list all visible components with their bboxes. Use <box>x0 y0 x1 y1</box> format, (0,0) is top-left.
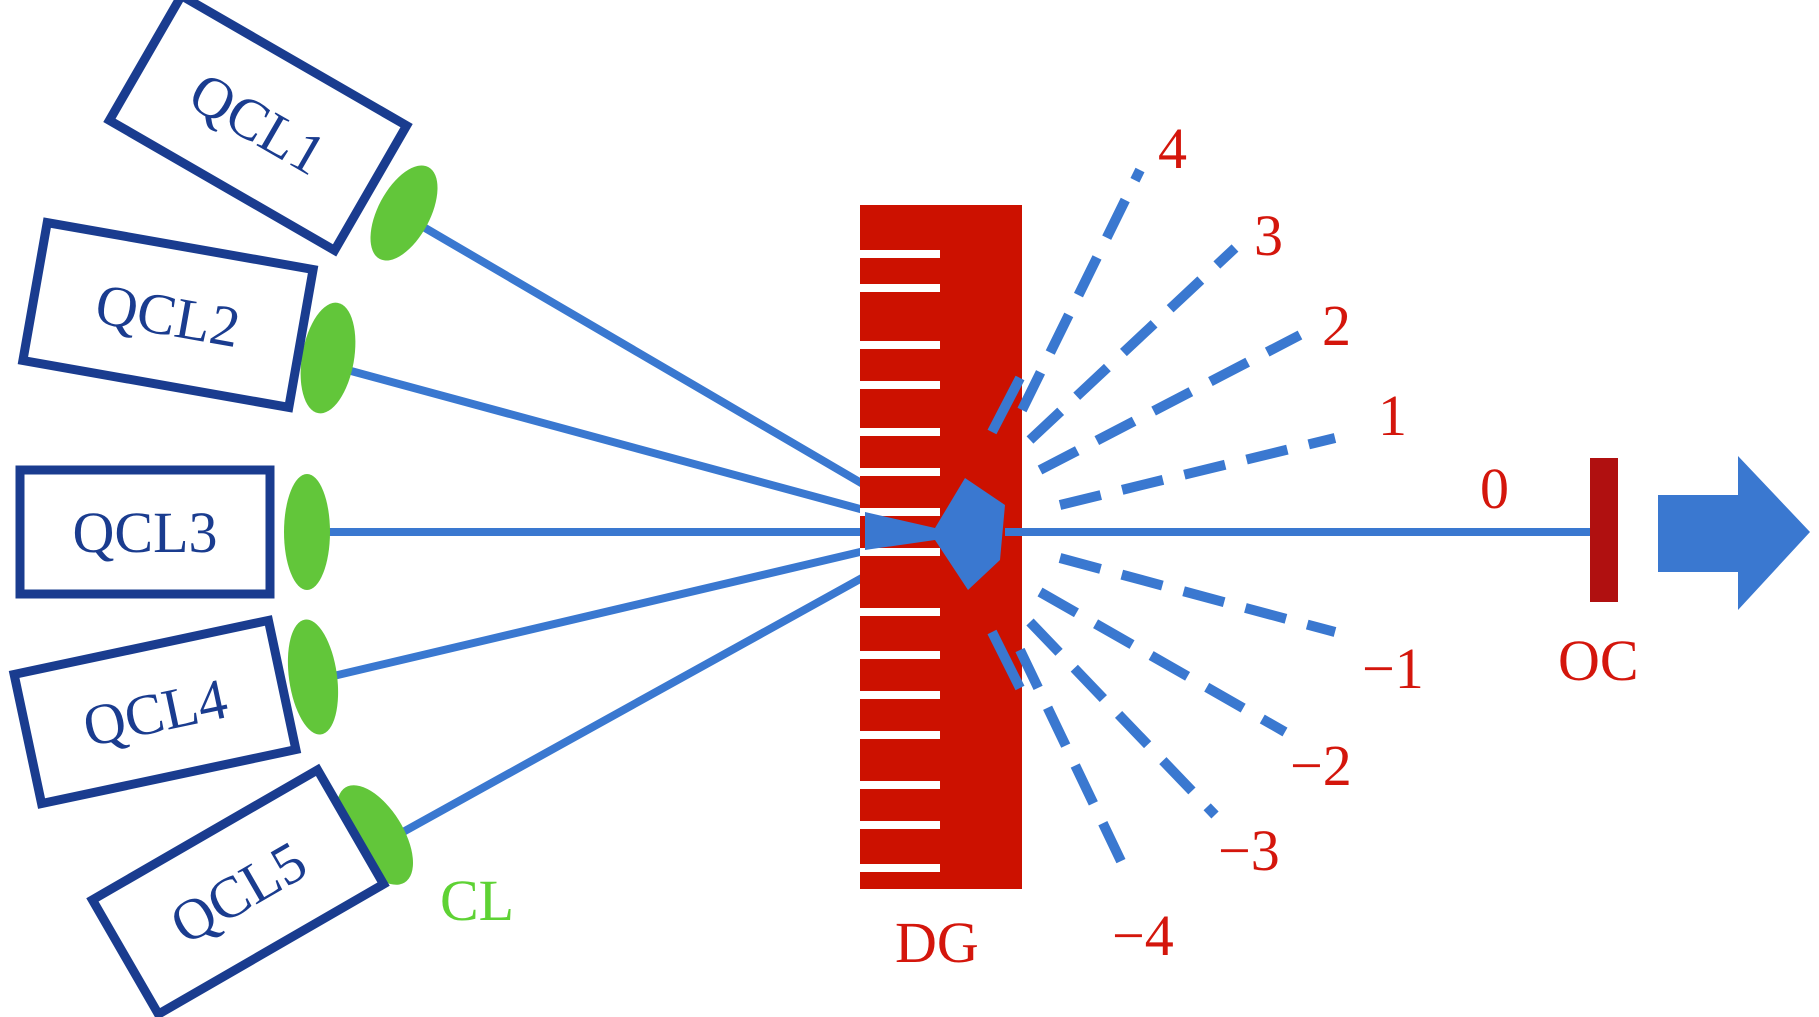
laser-qcl2: QCL2 <box>17 217 319 413</box>
collimating-lenses <box>284 165 438 885</box>
order-label-0: 0 <box>1480 456 1509 521</box>
laser-qcl5: QCL5 <box>86 763 390 1017</box>
grating-label: DG <box>895 910 979 975</box>
beam-qcl5 <box>381 528 949 846</box>
lens-5 <box>336 785 414 885</box>
incident-beams <box>301 221 949 846</box>
order-label-minus1: −1 <box>1362 636 1424 701</box>
order-minus4-beam <box>1015 647 1135 883</box>
lens-4 <box>287 619 339 735</box>
order-label-3: 3 <box>1254 203 1283 268</box>
qcl3-label: QCL3 <box>73 500 218 565</box>
lens-1 <box>370 165 438 261</box>
order-minus1-beam <box>1058 553 1337 637</box>
order-4-beam <box>1017 167 1145 413</box>
laser-qcl1: QCL1 <box>103 0 413 257</box>
order-label-minus3: −3 <box>1218 818 1280 883</box>
grating-grooves <box>860 250 940 872</box>
order-minus3-beam <box>1026 618 1219 819</box>
order-label-minus2: −2 <box>1290 733 1352 798</box>
laser-qcl4: QCL4 <box>8 615 302 809</box>
order-3-beam <box>1026 244 1239 444</box>
order-label-minus4: −4 <box>1112 903 1174 968</box>
order-edge-dashes <box>987 375 1025 691</box>
order-label-2: 2 <box>1322 293 1351 358</box>
order-minus2-beam <box>1037 587 1288 737</box>
order-label-4: 4 <box>1158 116 1187 181</box>
diffraction-orders <box>1015 167 1337 883</box>
order-labels: 4 3 2 1 0 −1 −2 −3 −4 <box>1112 116 1509 968</box>
laser-qcl3: QCL3 <box>15 465 275 599</box>
beam-qcl1 <box>416 221 949 536</box>
beam-qcl4 <box>321 528 949 682</box>
diffraction-grating <box>860 205 1022 889</box>
order-label-1: 1 <box>1378 383 1407 448</box>
order-2-beam <box>1037 330 1303 475</box>
beam-focus-spot <box>865 478 1005 590</box>
output-coupler-label: OC <box>1558 628 1639 693</box>
lens-label: CL <box>440 868 514 933</box>
lens-3 <box>284 474 330 590</box>
output-arrow <box>1658 456 1810 610</box>
lens-2 <box>300 302 356 414</box>
output-coupler <box>1590 458 1618 602</box>
order-1-beam <box>1058 433 1337 510</box>
beam-qcl2 <box>336 364 949 536</box>
